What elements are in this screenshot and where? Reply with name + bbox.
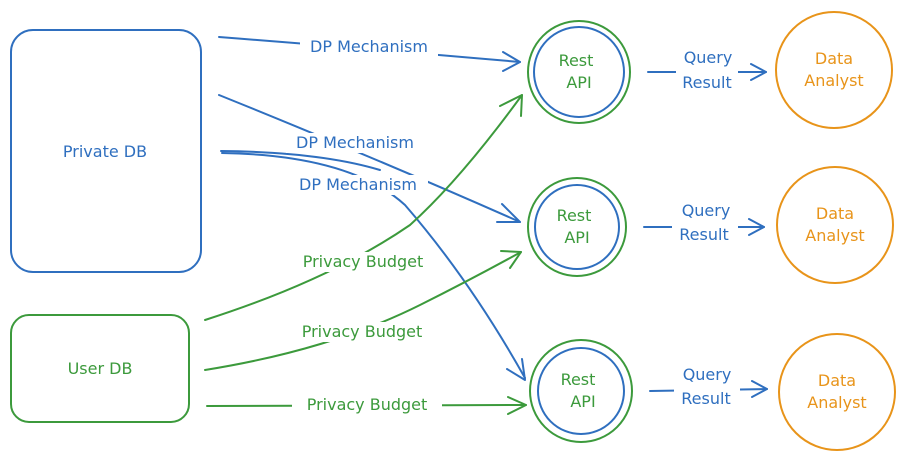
budget-arrow-2: [204, 250, 522, 371]
user-db-label: User DB: [68, 359, 133, 378]
data-analyst-label-line2: Analyst: [807, 393, 866, 412]
dp-mechanism-label: DP Mechanism: [310, 37, 428, 56]
edge-labels: DP Mechanism DP Mechanism DP Mechanism P…: [286, 37, 740, 415]
private-db-node: Private DB: [10, 29, 202, 273]
dp-arrow-3: [220, 150, 526, 381]
query-label-line2: Result: [679, 225, 728, 244]
rest-api-label-line1: Rest: [557, 206, 592, 225]
data-analyst-node-2: Data Analyst: [776, 166, 894, 284]
privacy-budget-label: Privacy Budget: [302, 322, 423, 341]
query-label-line1: Query: [682, 201, 731, 220]
rest-api-label-line1: Rest: [559, 51, 594, 70]
data-analyst-node-3: Data Analyst: [778, 333, 896, 451]
private-db-label: Private DB: [63, 142, 147, 161]
data-analyst-label-line1: Data: [816, 204, 854, 223]
data-analyst-label-line1: Data: [818, 371, 856, 390]
dp-mechanism-label: DP Mechanism: [299, 175, 417, 194]
data-analyst-label-line2: Analyst: [805, 226, 864, 245]
privacy-budget-label: Privacy Budget: [303, 252, 424, 271]
rest-api-node-2: Rest API: [527, 177, 627, 277]
rest-api-label-line2: API: [566, 73, 591, 92]
query-label-line1: Query: [683, 365, 732, 384]
query-label-line2: Result: [681, 389, 730, 408]
rest-api-label-line2: API: [570, 392, 595, 411]
query-label-line2: Result: [682, 73, 731, 92]
user-db-node: User DB: [10, 314, 190, 423]
rest-api-label-line2: API: [564, 228, 589, 247]
dp-arrow-2: [218, 94, 521, 223]
data-analyst-label-line1: Data: [815, 49, 853, 68]
rest-api-node-3: Rest API: [529, 339, 633, 443]
privacy-budget-label: Privacy Budget: [307, 395, 428, 414]
rest-api-node-1: Rest API: [527, 20, 631, 124]
data-analyst-node-1: Data Analyst: [775, 11, 893, 129]
dp-mechanism-label: DP Mechanism: [296, 133, 414, 152]
budget-arrow-1: [204, 94, 523, 321]
query-label-line1: Query: [684, 48, 733, 67]
data-analyst-label-line2: Analyst: [804, 71, 863, 90]
rest-api-label-line1: Rest: [561, 370, 596, 389]
